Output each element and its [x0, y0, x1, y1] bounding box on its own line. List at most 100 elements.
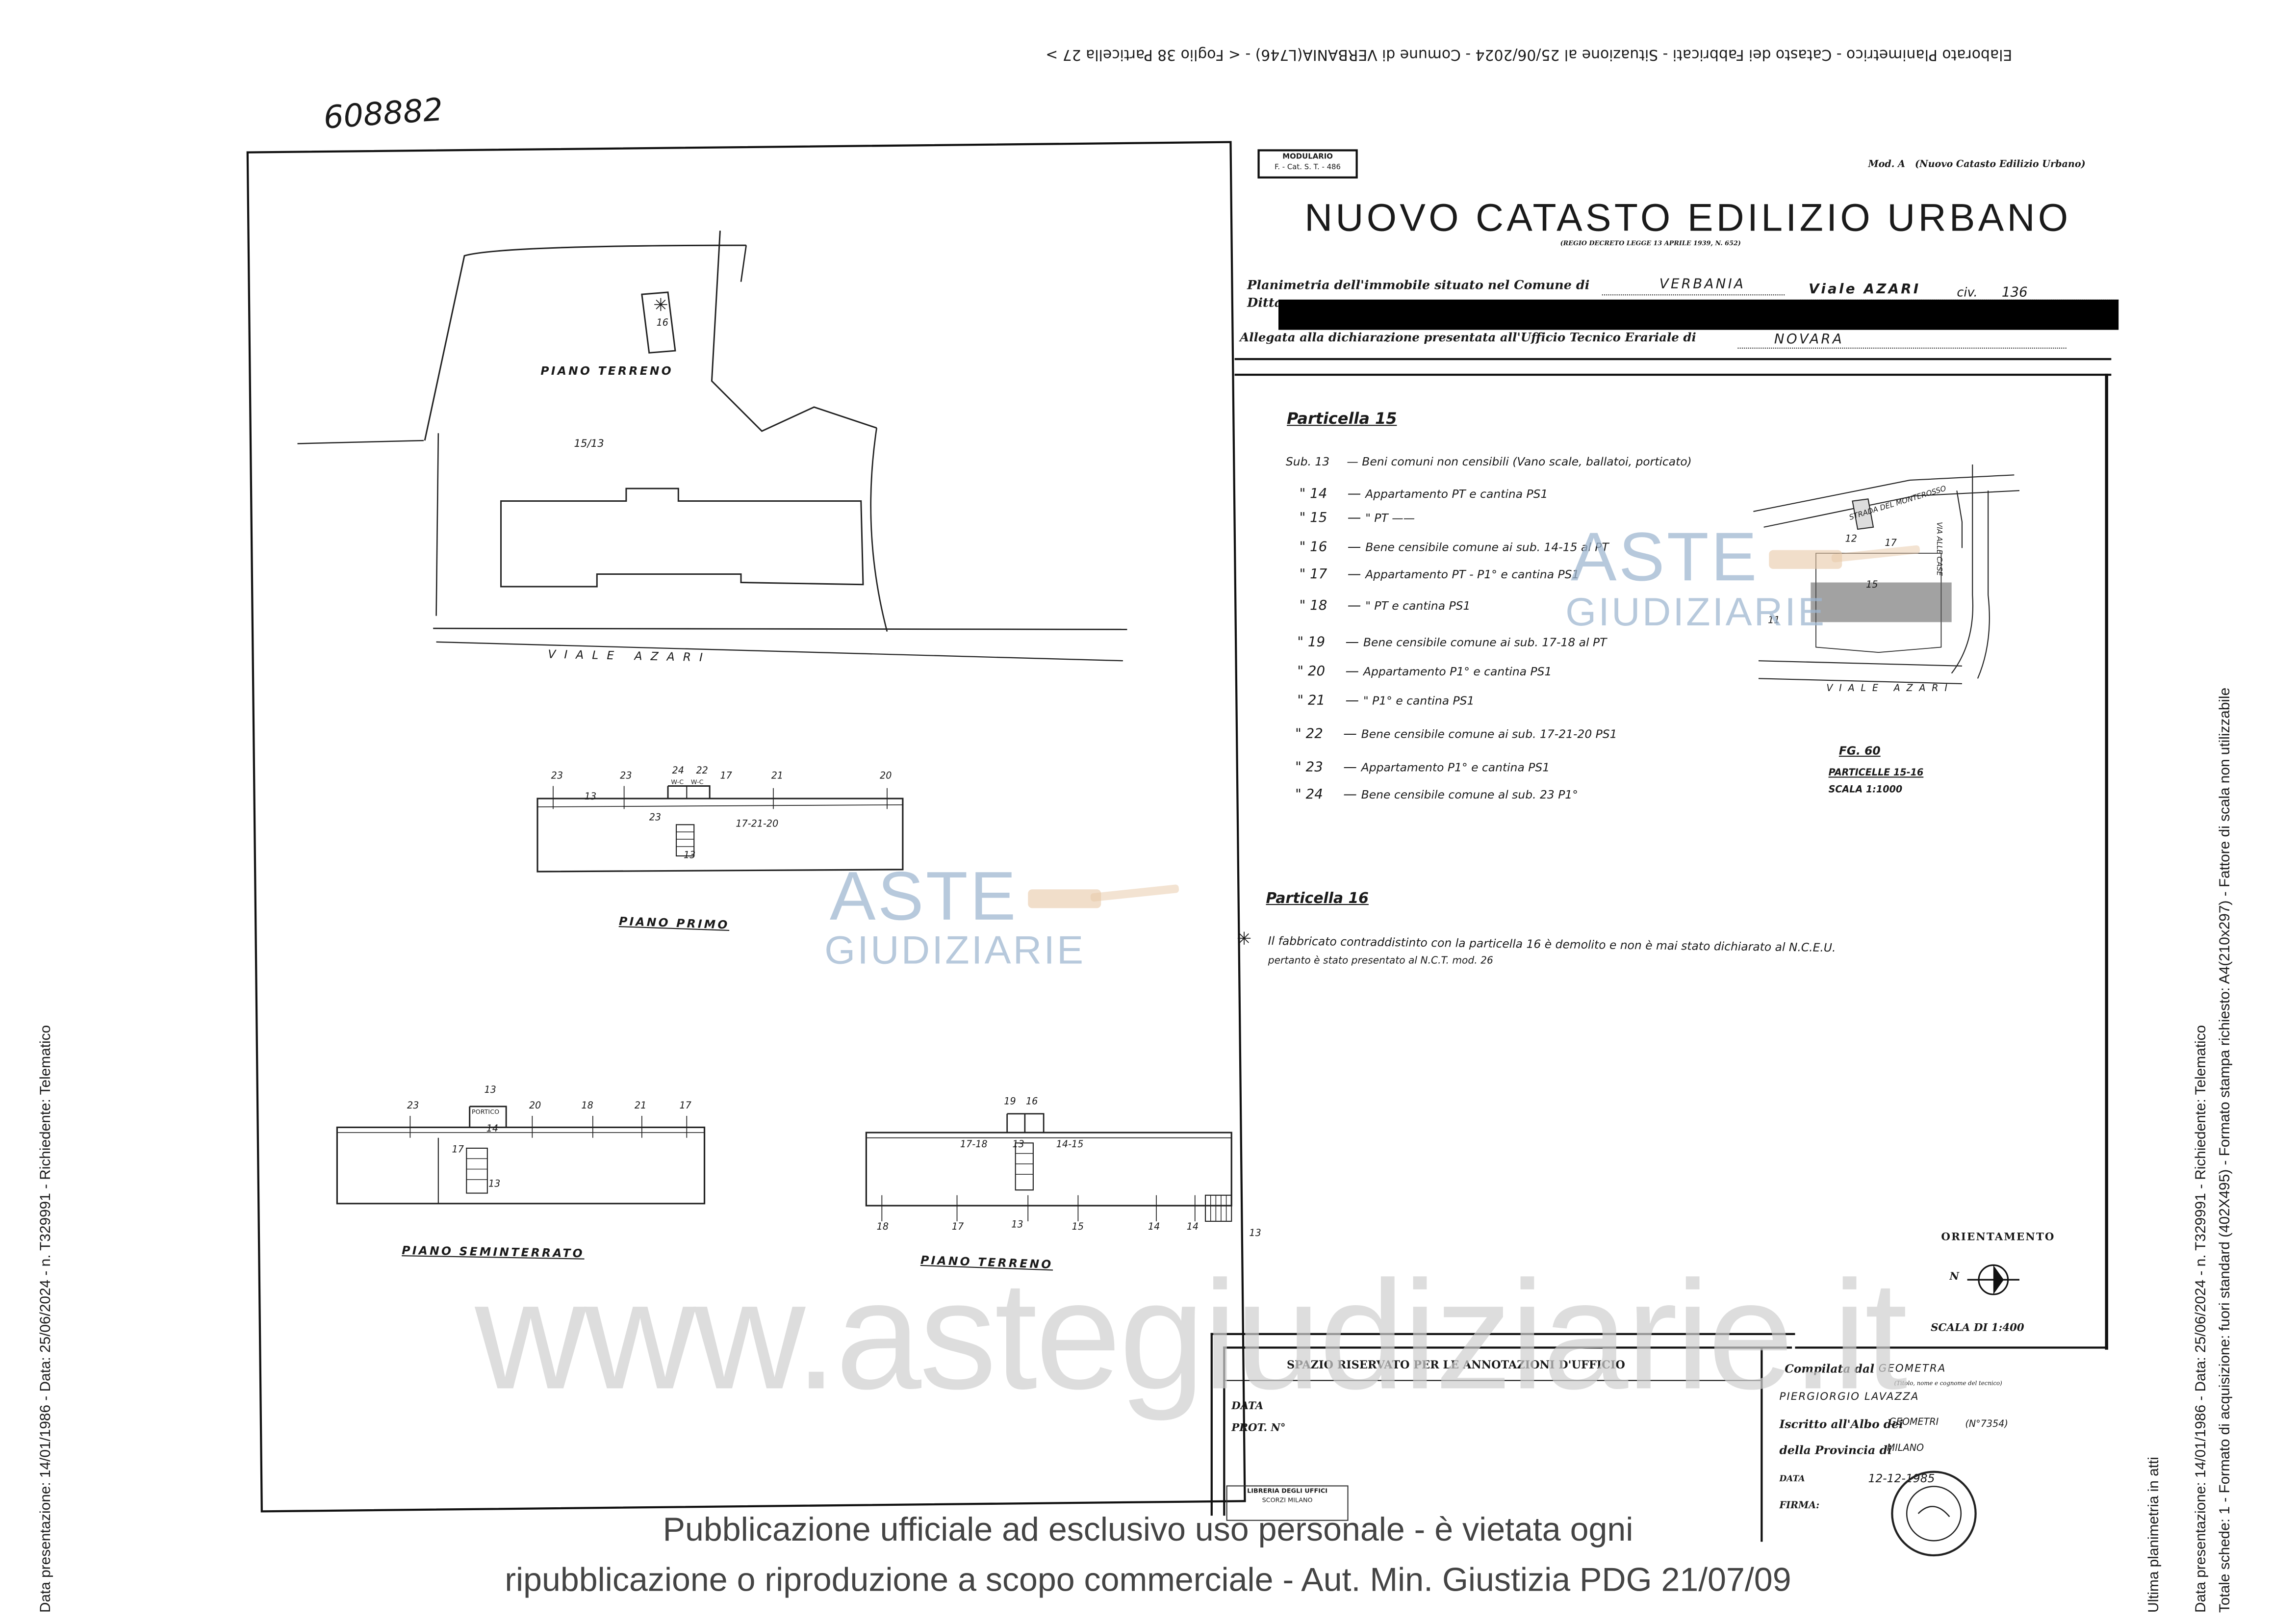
- terr-num-9: 15: [1071, 1222, 1084, 1233]
- legend-row-14: " 14 — Appartamento PT e cantina PS1: [1299, 486, 1548, 502]
- terr-num-7: 17: [951, 1222, 964, 1233]
- mod-label: Mod. A: [1868, 159, 1906, 170]
- particella16-heading: Particella 16: [1266, 890, 1369, 907]
- site-plan-drawing: [297, 231, 1127, 662]
- site-piano-terreno: PIANO TERRENO: [540, 364, 673, 378]
- modulario-label: MODULARIO: [1282, 152, 1333, 161]
- watermark-giudiziarie-1: GIUDIZIARIE: [824, 929, 1086, 973]
- office-box-left: [1210, 1333, 1213, 1516]
- primo-num-1: 23: [551, 771, 563, 782]
- legend-sub: " 20: [1297, 664, 1326, 680]
- civico-label: civ.: [1957, 284, 1978, 300]
- office-data-label: DATA: [1231, 1401, 1264, 1413]
- legend-sub: Sub. 13: [1285, 455, 1330, 469]
- modulario-sub: F. - Cat. S. T. - 486: [1275, 162, 1341, 172]
- legend-sub: " 18: [1299, 598, 1327, 614]
- site-asterisk-16: ✳: [653, 295, 668, 316]
- primo-num-6: 21: [771, 771, 784, 782]
- legend-text: Bene censibile comune ai sub. 17-21-20 P…: [1361, 727, 1617, 742]
- particella16-asterisk: ✳: [1236, 929, 1252, 950]
- office-box-rule: [1223, 1380, 1761, 1381]
- office-stamp: LIBRERIA DEGLI UFFICI SCORZI MILANO: [1226, 1485, 1349, 1521]
- modulario-box: MODULARIO F. - Cat. S. T. - 486: [1257, 149, 1358, 179]
- compilata-label: Compilata dal: [1785, 1362, 1875, 1376]
- form-line1-prefix: Planimetria dell'immobile situato nel Co…: [1247, 278, 1590, 292]
- orientation-scale: SCALA DI 1:400: [1931, 1322, 2024, 1334]
- compilata-data-label: DATA: [1779, 1472, 1805, 1484]
- site-building16-label: 16: [656, 318, 668, 329]
- legend-text: Bene censibile comune ai sub. 14-15 al P…: [1365, 541, 1609, 555]
- semi-num-3: 20: [529, 1101, 541, 1112]
- semi-num-4: 18: [581, 1101, 593, 1112]
- map-n17: 17: [1885, 539, 1897, 549]
- office-box-left-inner: [1223, 1346, 1225, 1516]
- map-fg: FG. 60: [1838, 744, 1881, 758]
- form-subtitle: (REGIO DECRETO LEGGE 13 APRILE 1939, N. …: [1560, 240, 1741, 248]
- map-n11: 11: [1768, 616, 1780, 626]
- compilata-value: GEOMETRA: [1878, 1363, 1946, 1375]
- map-particelle: PARTICELLE 15-16: [1828, 768, 1924, 779]
- site-parcel-label: 15/13: [574, 438, 604, 450]
- right-frame-top-inner: [1234, 373, 2112, 376]
- legend-row-19: " 19 — Bene censibile comune ai sub. 17-…: [1297, 634, 1607, 650]
- professional-seal-icon: [1891, 1470, 1977, 1557]
- legend-row-17: " 17 — Appartamento PT - P1° e cantina P…: [1299, 567, 1580, 583]
- right-frame-top: [1234, 358, 2112, 361]
- terr-num-10: 14: [1148, 1222, 1160, 1233]
- compilata-data-value: 12-12-1985: [1868, 1471, 1935, 1486]
- legend-text: Bene censibile comune al sub. 23 P1°: [1361, 788, 1578, 802]
- legend-text: Beni comuni non censibili (Vano scale, b…: [1362, 455, 1692, 469]
- particella16-note-1: Il fabbricato contraddistinto con la par…: [1268, 934, 1836, 955]
- mod-a-label: Mod. A (Nuovo Catasto Edilizio Urbano): [1868, 160, 2085, 170]
- legend-row-13: Sub. 13 — Beni comuni non censibili (Van…: [1285, 455, 1692, 469]
- primo-num-7: 20: [880, 771, 892, 782]
- viale-line-top: [433, 627, 1127, 630]
- particella15-heading: Particella 15: [1287, 409, 1397, 428]
- primo-wc-1: W-C: [671, 779, 684, 786]
- terr-num-8: 13: [1011, 1220, 1023, 1231]
- primo-wc-2: W-C: [691, 779, 704, 786]
- right-frame-bottom: [1795, 1346, 2108, 1349]
- semi-num-5: 21: [634, 1101, 647, 1112]
- legend-row-18: " 18 — " PT e cantina PS1: [1299, 598, 1471, 614]
- semi-num-8: 17: [452, 1145, 464, 1156]
- terr-num-11: 14: [1186, 1222, 1199, 1233]
- semi-portico-label: PORTICO: [471, 1108, 500, 1116]
- compass-icon: [1967, 1264, 2020, 1295]
- right-frame-right: [2105, 373, 2108, 1350]
- map-scala: SCALA 1:1000: [1828, 785, 1903, 796]
- legend-sub: " 16: [1299, 540, 1327, 556]
- piano-seminterrato-drawing: [336, 1106, 706, 1205]
- piano-terreno-drawing: [865, 1113, 1232, 1222]
- terr-num-1: 19: [1004, 1097, 1016, 1108]
- compilata-prov-label: della Provincia di: [1779, 1444, 1892, 1457]
- mod-sub: (Nuovo Catasto Edilizio Urbano): [1915, 159, 2086, 170]
- side-right-text-1: Totale schede: 1 - Formato di acquisizio…: [2216, 687, 2233, 1613]
- legend-sub: " 14: [1299, 486, 1327, 502]
- legend-text: Bene censibile comune ai sub. 17-18 al P…: [1363, 636, 1607, 649]
- location-map-drawing: [1753, 464, 2020, 685]
- semi-num-9: 13: [488, 1179, 501, 1190]
- map-n15: 15: [1866, 580, 1878, 591]
- semi-num-6: 17: [679, 1101, 691, 1112]
- top-header-text: Elaborato Planimetrico - Catasto dei Fab…: [1046, 46, 2013, 63]
- compilata-name: PIERGIORGIO LAVAZZA: [1779, 1391, 1919, 1403]
- legend-sub: " 17: [1299, 567, 1327, 583]
- footer-line-2: ripubblicazione o riproduzione a scopo c…: [505, 1560, 1791, 1598]
- office-stamp-line-1: LIBRERIA DEGLI UFFICI: [1247, 1487, 1328, 1495]
- viale-line-bottom: [436, 641, 1123, 662]
- particella16-note-2: pertanto è stato presentato al N.C.T. mo…: [1268, 955, 1493, 967]
- terr-num-4: 14-15: [1056, 1139, 1084, 1151]
- orientation-title: ORIENTAMENTO: [1941, 1232, 2055, 1243]
- office-box-top-inner: [1223, 1346, 1792, 1349]
- handwritten-number: 608882: [322, 92, 444, 137]
- compilata-albo-num: (N°7354): [1965, 1419, 2008, 1430]
- site-boundary-line: [424, 244, 746, 441]
- watermark-giudiziarie-2: GIUDIZIARIE: [1565, 591, 1827, 635]
- legend-row-15: " 15 — " PT ——: [1299, 510, 1415, 526]
- primo-num-2: 23: [620, 771, 632, 782]
- legend-row-23: " 23 — Appartamento P1° e cantina PS1: [1295, 760, 1550, 776]
- side-left-text: Data presentazione: 14/01/1986 - Data: 2…: [36, 1025, 53, 1613]
- ditta-label: Ditta: [1247, 295, 1283, 310]
